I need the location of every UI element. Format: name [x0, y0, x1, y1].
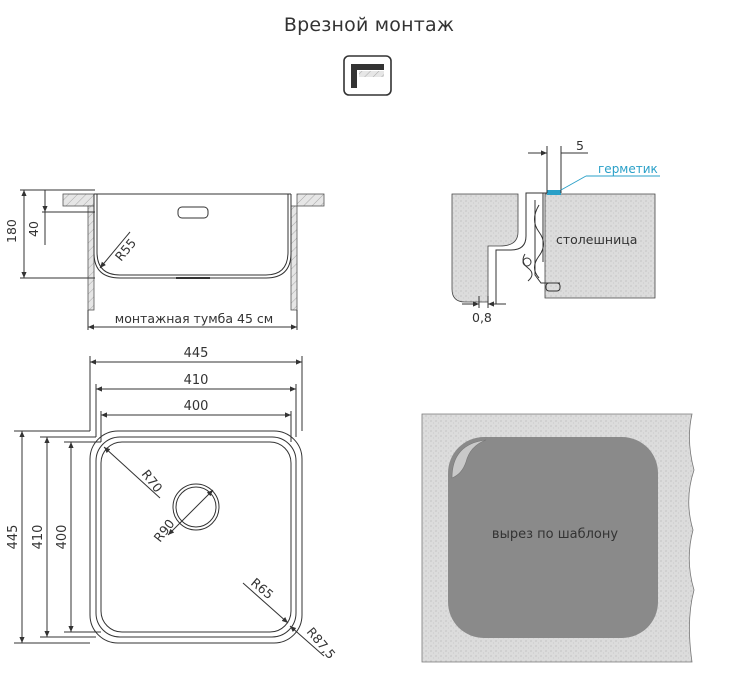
dim-radius-r70: R70 — [139, 467, 166, 496]
sealant-label: герметик — [598, 162, 658, 176]
dim-width-400: 400 — [184, 399, 209, 414]
dim-radius-r55: R55 — [112, 235, 139, 263]
undermount-corner-icon — [343, 55, 392, 96]
dim-height-410: 410 — [31, 525, 46, 550]
side-section-view: 180 40 R55 монтажная тумба 45 см — [4, 189, 325, 330]
dim-width-410: 410 — [184, 373, 209, 388]
dim-thickness-08: 0,8 — [472, 310, 492, 325]
mounting-detail-view: 5 герметик столешница 0,8 — [451, 138, 660, 325]
dim-height-445: 445 — [6, 525, 21, 550]
template-cutout-view: вырез по шаблону — [421, 413, 695, 663]
cutout-shape — [448, 437, 658, 638]
dim-width-445: 445 — [184, 346, 209, 361]
dim-height-180: 180 — [4, 219, 19, 243]
page-title: Врезной монтаж — [283, 14, 455, 36]
dim-height-400: 400 — [55, 525, 70, 550]
dim-gap-5: 5 — [576, 138, 584, 153]
cabinet-label: монтажная тумба 45 см — [115, 311, 273, 326]
dim-rim-40: 40 — [26, 221, 41, 237]
dim-radius-r90: R90 — [151, 516, 178, 545]
dim-radius-r65: R65 — [248, 575, 276, 602]
top-view: 445 410 400 445 410 400 R70 R90 R65 R87,… — [6, 346, 339, 662]
countertop-label: столешница — [556, 232, 637, 247]
cutout-label: вырез по шаблону — [492, 527, 618, 542]
